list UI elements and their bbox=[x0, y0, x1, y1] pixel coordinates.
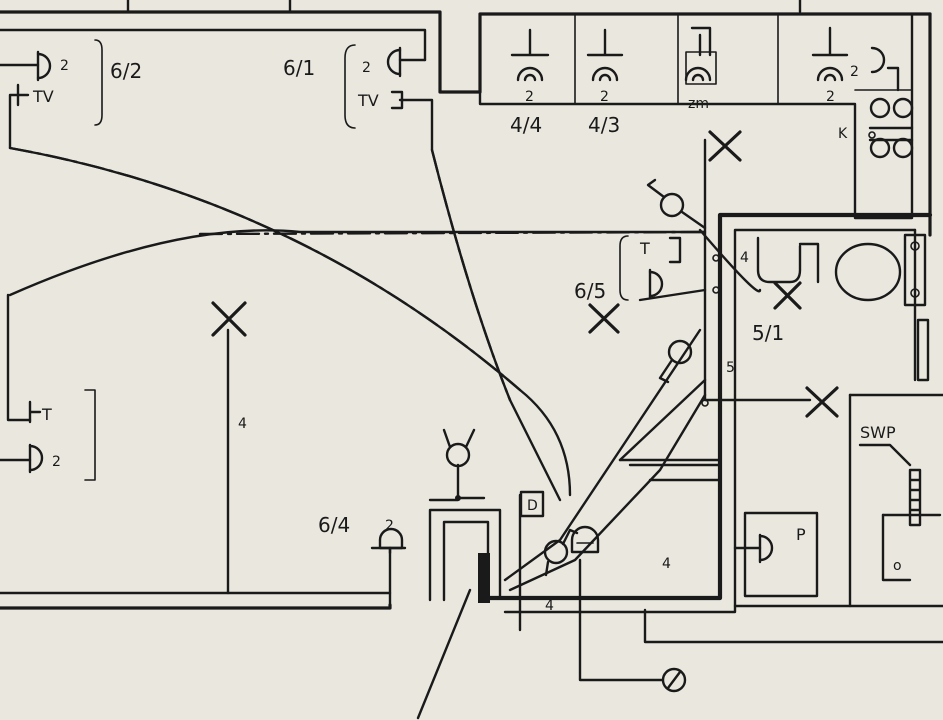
socket-icon bbox=[758, 534, 774, 562]
socket-count-label: 2 bbox=[60, 58, 69, 74]
fixtures bbox=[370, 131, 930, 603]
socket-count-label: 2 bbox=[362, 60, 371, 76]
o-label: o bbox=[893, 558, 902, 574]
boiler bbox=[743, 511, 819, 598]
wiring bbox=[0, 58, 942, 720]
switch-icon bbox=[659, 192, 685, 218]
outlet-icon bbox=[816, 66, 844, 82]
zm-label: zm bbox=[688, 96, 709, 112]
tv-label: TV bbox=[32, 87, 54, 106]
room-6-4-label: 6/4 bbox=[318, 513, 350, 537]
socket-count-label: 2 bbox=[850, 64, 859, 80]
socket-icon bbox=[648, 270, 664, 298]
pendant-light-icon bbox=[445, 442, 471, 468]
wire-count-label: 4 bbox=[662, 556, 671, 572]
switch-icon bbox=[543, 539, 569, 565]
ceiling-lights bbox=[211, 130, 839, 418]
room-6-2-label: 6/2 bbox=[110, 59, 142, 83]
switch-icon bbox=[667, 339, 693, 365]
outlet-icon bbox=[591, 66, 619, 82]
outlet-icon bbox=[516, 66, 544, 82]
room-6-5-label: 6/5 bbox=[574, 279, 606, 303]
ceiling-light-icon bbox=[773, 281, 802, 310]
room-5-1-label: 5/1 bbox=[752, 321, 784, 345]
wire-count-label: 4 bbox=[545, 598, 554, 614]
room-6-1-label: 6/1 bbox=[283, 56, 315, 80]
tv-label: TV bbox=[357, 91, 379, 110]
sockets bbox=[0, 46, 900, 564]
socket-icon bbox=[28, 444, 44, 472]
walls bbox=[0, 0, 943, 644]
stove-icon bbox=[869, 97, 914, 159]
p-label: P bbox=[796, 525, 806, 544]
socket-icon bbox=[870, 46, 886, 74]
telephone-label: T bbox=[639, 239, 650, 258]
socket-count-label: 2 bbox=[525, 89, 534, 105]
d-label: D bbox=[527, 498, 538, 514]
d-box bbox=[519, 490, 545, 518]
ceiling-light-icon bbox=[588, 303, 620, 334]
distribution-panel bbox=[478, 553, 490, 603]
socket-count-label: 2 bbox=[600, 89, 609, 105]
switches bbox=[442, 178, 707, 693]
heater-coil bbox=[908, 468, 922, 527]
ceiling-light-icon bbox=[805, 386, 839, 418]
telephone-label: T bbox=[41, 405, 52, 424]
ground-terminal-icon bbox=[661, 667, 687, 693]
wire-count-label: 4 bbox=[238, 416, 247, 432]
toilet-icon bbox=[834, 242, 902, 302]
brackets bbox=[16, 39, 682, 424]
socket-icon bbox=[386, 48, 402, 76]
socket-count-label: 2 bbox=[385, 518, 394, 534]
room-4-3-label: 4/3 bbox=[588, 113, 620, 137]
socket-count-label: 2 bbox=[826, 89, 835, 105]
k-label: K bbox=[838, 126, 848, 142]
labels: 6/2 6/1 4/4 4/3 6/5 5/1 6/4 2 2 2 2 2 2 … bbox=[32, 56, 902, 614]
bell-icon bbox=[570, 525, 600, 554]
room-4-4-label: 4/4 bbox=[510, 113, 542, 137]
kitchen-outlets bbox=[510, 26, 849, 85]
wire-count-label: 5 bbox=[726, 360, 735, 376]
bathtub-basin bbox=[756, 236, 802, 284]
ceiling-light-icon bbox=[211, 301, 247, 337]
socket-icon bbox=[36, 52, 52, 80]
outlet-icon bbox=[684, 66, 712, 82]
ceiling-light-icon bbox=[708, 130, 742, 162]
swp-label: SWP bbox=[860, 423, 896, 442]
wire-count-label: 4 bbox=[740, 250, 749, 266]
socket-count-label: 2 bbox=[52, 454, 61, 470]
